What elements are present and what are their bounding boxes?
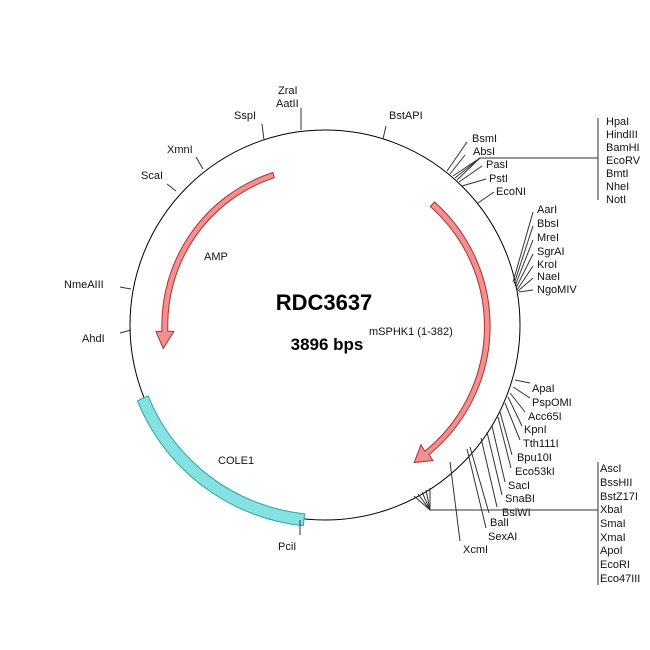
- tick-asci-fan1: [413, 495, 431, 511]
- tick-ahdi: [119, 329, 132, 334]
- tick-mrei: [514, 239, 534, 287]
- site-xcmi: XcmI: [463, 544, 488, 556]
- label-mSPHK1: mSPHK1 (1-382): [369, 326, 453, 338]
- site-nhei: NheI: [606, 181, 629, 193]
- site-ecorv: EcoRV: [606, 155, 641, 167]
- site-kroi: KroI: [537, 259, 557, 271]
- tick-xcmi: [449, 461, 461, 542]
- site-tth111i: Tth111I: [523, 438, 559, 450]
- site-hindiii: HindIII: [606, 129, 638, 141]
- site-asci: AscI: [600, 463, 621, 475]
- tick-pasi: [458, 165, 483, 183]
- site-pspomi: PspOMI: [532, 397, 572, 409]
- site-bamhi: BamHI: [606, 142, 640, 154]
- tick-hpai-fan3: [456, 157, 481, 181]
- site-naei: NaeI: [537, 271, 560, 283]
- site-apoi: ApoI: [600, 545, 623, 557]
- site-absi: AbsI: [473, 146, 495, 158]
- site-sgrai: SgrAI: [537, 246, 565, 258]
- tick-asci-fan3: [421, 491, 431, 511]
- feature-arrow-mSPHK1[interactable]: [413, 201, 491, 464]
- tick-aari: [512, 211, 534, 283]
- site-zrai: ZraI: [278, 85, 298, 97]
- tick-scai: [166, 183, 177, 192]
- site-bbsi: BbsI: [537, 218, 559, 230]
- site-aari: AarI: [537, 204, 557, 216]
- tick-bsiwi: [480, 437, 498, 508]
- tick-nmeaiii: [119, 286, 132, 290]
- tick-bsmi: [446, 141, 468, 172]
- site-smai: SmaI: [600, 518, 626, 530]
- site-pcii: PciI: [278, 541, 296, 553]
- tick-apai: [514, 379, 531, 384]
- tick-kpni: [507, 396, 523, 427]
- site-hpai: HpaI: [606, 116, 629, 128]
- site-eco53ki: Eco53kI: [515, 466, 555, 478]
- site-sexai: SexAI: [488, 531, 517, 543]
- tick-asci-fan4: [425, 489, 431, 511]
- site-bpu10i: Bpu10I: [517, 452, 552, 464]
- tick-bbsi: [513, 225, 534, 285]
- tick-snabi: [486, 431, 503, 496]
- site-psti: PstI: [489, 173, 508, 185]
- site-sspi: SspI: [234, 110, 256, 122]
- site-bstapi: BstAPI: [389, 110, 423, 122]
- site-xbai: XbaI: [600, 504, 623, 516]
- site-bstz17i: BstZ17I: [600, 491, 638, 503]
- site-ahdi: AhdI: [82, 333, 105, 345]
- tick-absi: [449, 154, 466, 175]
- tick-saci: [491, 425, 506, 483]
- tick-xmni: [195, 156, 204, 170]
- tick-ngomiv: [518, 289, 534, 293]
- plasmid-size: 3896 bps: [291, 335, 364, 354]
- tick-naei: [517, 277, 534, 292]
- site-ngomiv: NgoMIV: [537, 284, 577, 296]
- site-kpni: KpnI: [524, 424, 547, 436]
- feature-block-COLE1[interactable]: [136, 395, 306, 527]
- site-mrei: MreI: [537, 232, 559, 244]
- label-COLE1: COLE1: [218, 455, 254, 467]
- site-saci: SacI: [508, 480, 530, 492]
- tick-psti: [461, 178, 487, 187]
- site-eco47iii: Eco47III: [600, 573, 640, 585]
- site-scai: ScaI: [141, 170, 163, 182]
- site-pasi: PasI: [486, 159, 508, 171]
- site-bmti: BmtI: [606, 168, 629, 180]
- site-bsmi: BsmI: [472, 133, 497, 145]
- site-noti: NotI: [606, 194, 626, 206]
- tick-tth111i: [504, 402, 521, 441]
- tick-bpu10i: [499, 411, 513, 456]
- tick-sgrai: [515, 253, 534, 289]
- tick-sspi: [261, 123, 265, 141]
- plasmid-backbone: [129, 129, 521, 521]
- site-xmai: XmaI: [600, 532, 626, 544]
- tick-sexai: [466, 448, 487, 529]
- tick-eco53ki: [497, 416, 512, 469]
- site-xmni: XmnI: [167, 144, 193, 156]
- site-snabi: SnaBI: [505, 493, 535, 505]
- tick-acc65i: [509, 392, 526, 413]
- site-acc65i: Acc65I: [528, 411, 562, 423]
- tick-kroi: [516, 265, 534, 291]
- plasmid-name: RDC3637: [276, 290, 373, 315]
- site-econi: EcoNI: [496, 186, 526, 198]
- tick-asci-fan2: [417, 493, 431, 511]
- feature-arrow-AMP[interactable]: [155, 171, 275, 350]
- site-ecori: EcoRI: [600, 559, 630, 571]
- label-AMP: AMP: [204, 251, 228, 263]
- tick-bstapi: [382, 125, 387, 140]
- tick-bali: [469, 446, 490, 514]
- tick-econi: [477, 191, 495, 204]
- tick-pspomi: [512, 386, 531, 399]
- site-apai: ApaI: [532, 383, 555, 395]
- site-bsshii: BssHII: [600, 477, 632, 489]
- site-aatii: AatII: [276, 98, 299, 110]
- site-nmeaiii: NmeAIII: [64, 279, 104, 291]
- site-bali: BalI: [490, 517, 509, 529]
